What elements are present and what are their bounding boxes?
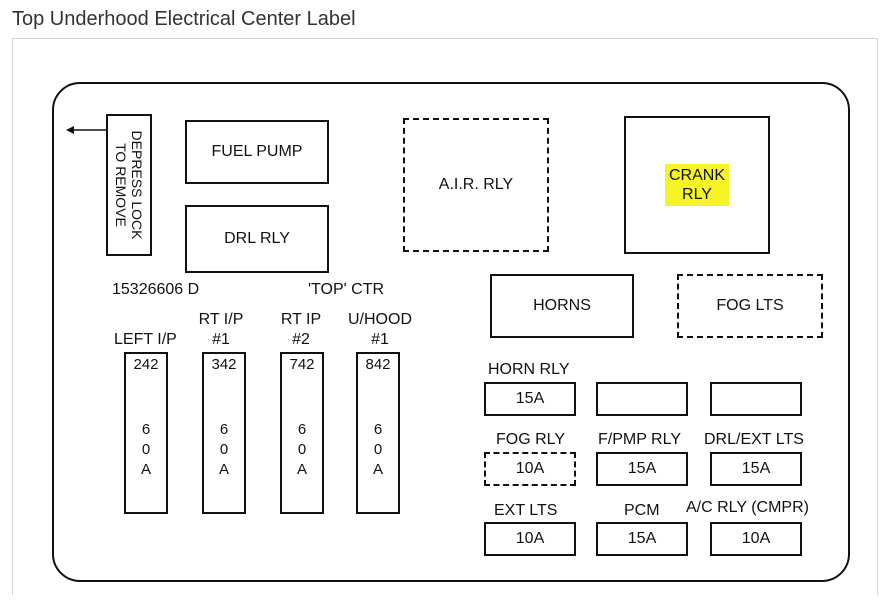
ext-lts-fuse: 10A [484, 522, 576, 556]
air-relay: A.I.R. RLY [403, 118, 549, 252]
fuse-number: 242 [133, 356, 159, 373]
crank-relay: CRANK RLY [624, 116, 770, 254]
image-frame [12, 38, 878, 595]
pcm-fuse: 15A [596, 522, 688, 556]
fuse-number: 342 [211, 356, 237, 373]
top-ctr-label: 'TOP' CTR [308, 281, 385, 298]
crank-relay-highlight: CRANK RLY [664, 164, 729, 206]
fog-lts-relay: FOG LTS [677, 274, 823, 338]
drl-relay: DRL RLY [185, 205, 329, 273]
crank-relay-line2: RLY [682, 186, 712, 203]
ac-relay-fuse: 10A [710, 522, 802, 556]
drl-relay-label: DRL RLY [224, 230, 290, 247]
electrical-center-board [52, 82, 850, 582]
fog-relay-fuse-label: FOG RLY [496, 431, 566, 448]
fuse-number: 842 [365, 356, 391, 373]
crank-relay-line1: CRANK [668, 167, 725, 184]
drl-ext-lts-fuse-label: DRL/EXT LTS [704, 431, 804, 448]
fuel-pump-label: FUEL PUMP [211, 143, 303, 160]
fog-relay-fuse: 10A [484, 452, 576, 486]
horns-label: HORNS [533, 297, 591, 314]
drl-ext-lts-fuse: 15A [710, 452, 802, 486]
empty-fuse-slot [596, 382, 688, 416]
part-number: 15326606 D [112, 281, 200, 298]
ac-relay-fuse-label: A/C RLY (CMPR) [686, 499, 809, 516]
maxi-fuse-1-label: LEFT I/P [114, 331, 177, 348]
depress-lock-tab[interactable]: DEPRESS LOCK TO REMOVE [106, 114, 152, 256]
fuse-number: 742 [289, 356, 315, 373]
maxi-fuse-2-label: RT I/P #1 [198, 311, 244, 348]
maxi-fuse-3-label: RT IP #2 [280, 311, 322, 348]
page-title: Top Underhood Electrical Center Label [12, 8, 356, 30]
horn-relay-fuse: 15A [484, 382, 576, 416]
arrow-left-icon [66, 126, 106, 134]
depress-lock-line2: TO REMOVE [113, 143, 129, 227]
air-relay-label: A.I.R. RLY [438, 176, 514, 193]
fog-lts-label: FOG LTS [716, 297, 784, 314]
fpmp-relay-fuse: 15A [596, 452, 688, 486]
fpmp-relay-fuse-label: F/PMP RLY [598, 431, 681, 448]
maxi-fuse-4-label: U/HOOD #1 [348, 311, 412, 348]
horn-relay-fuse-label: HORN RLY [488, 361, 570, 378]
fuel-pump-relay: FUEL PUMP [185, 120, 329, 184]
pcm-fuse-label: PCM [624, 502, 660, 519]
horns-relay: HORNS [490, 274, 634, 338]
depress-lock-line1: DEPRESS LOCK [129, 130, 145, 240]
ext-lts-fuse-label: EXT LTS [494, 502, 558, 519]
empty-fuse-slot [710, 382, 802, 416]
